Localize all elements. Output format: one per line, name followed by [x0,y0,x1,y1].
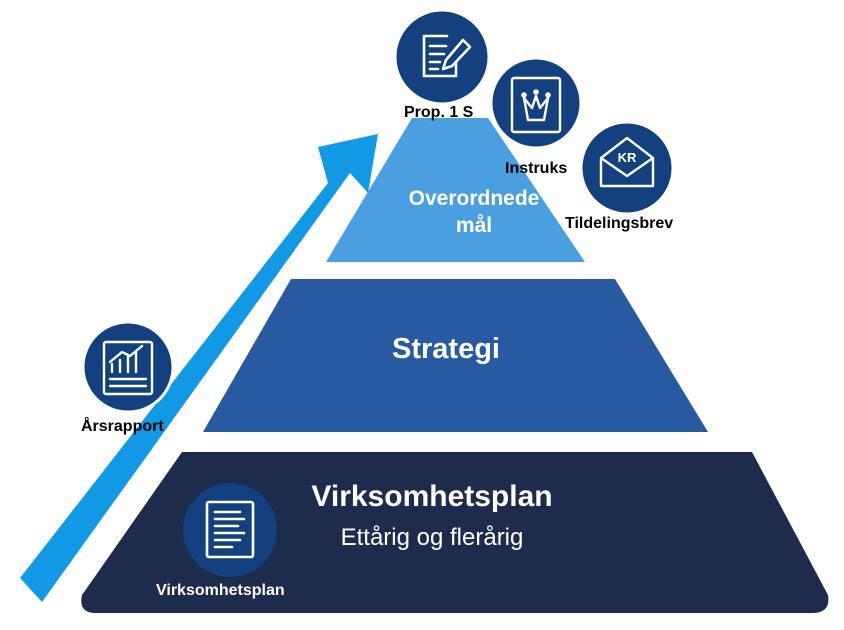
virksomhetsplan-icon-label: Virksomhetsplan [156,582,285,599]
tier-bottom-sublabel: Ettårig og flerårig [340,524,524,551]
tier-top-line1: Overordnede [408,187,540,210]
bar-chart-report-icon [102,340,154,396]
tier-bottom-label: Virksomhetsplan [311,480,553,513]
tier-top-label: Overordnede mål [360,185,588,239]
arsrapport-icon-group [81,320,175,414]
growth-arrow [20,134,378,602]
document-pen-icon [422,34,472,78]
tildelingsbrev-label: Tildelingsbrev [565,215,674,232]
arsrapport-label: Årsrapport [81,418,164,435]
crown-document-icon [510,76,562,134]
instruks-icon-group [489,56,583,150]
prop1s-label: Prop. 1 S [404,104,474,121]
document-lines-icon [205,500,255,559]
tildelingsbrev-icon-group [579,120,675,216]
tier-middle-label: Strategi [392,333,500,365]
tier-middle-shape [203,279,708,432]
tier-bottom-shape [81,452,829,613]
instruks-label: Instruks [505,160,568,177]
virksomhetsplan-icon-group [183,483,277,577]
prop1s-icon-group [393,8,491,106]
tier-top-line2: mål [455,214,493,237]
kr-badge-text: KR [618,150,637,165]
kr-envelope-icon [599,136,655,188]
tier-top-shape [326,118,585,262]
